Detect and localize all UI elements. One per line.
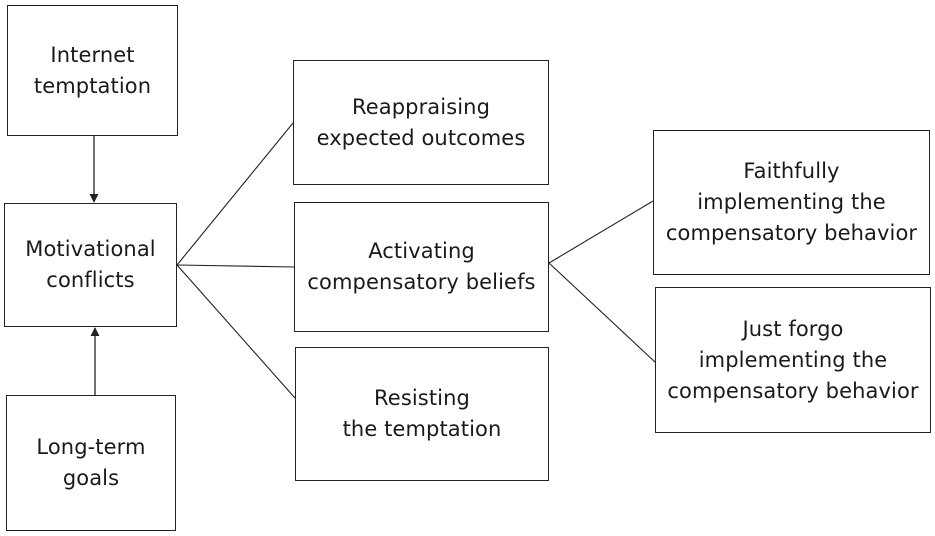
node-faithfully-implementing: Faithfully implementing the compensatory… — [653, 130, 930, 275]
node-faithfully-label: Faithfully implementing the compensatory… — [665, 159, 918, 245]
node-resisting-the-temptation: Resisting the temptation — [295, 347, 549, 481]
edge-activating-to-faithfully — [548, 200, 654, 264]
edge-motivational-to-activating — [176, 264, 295, 268]
node-internet-temptation-label: Internet temptation — [33, 42, 152, 98]
edge-motivational-to-resisting — [176, 264, 296, 399]
node-just-forgo-implementing: Just forgo implementing the compensatory… — [655, 287, 931, 433]
edge-activating-to-forgo — [548, 262, 656, 363]
node-reappraising-label: Reappraising expected outcomes — [316, 94, 526, 150]
node-long-term-goals: Long-term goals — [6, 395, 176, 531]
node-activating-label: Activating compensatory beliefs — [307, 239, 536, 294]
node-reappraising-expected-outcomes: Reappraising expected outcomes — [293, 60, 549, 185]
node-resisting-label: Resisting the temptation — [342, 386, 502, 441]
node-internet-temptation: Internet temptation — [7, 5, 178, 136]
node-activating-compensatory-beliefs: Activating compensatory beliefs — [294, 202, 549, 332]
node-motivational-conflicts-label: Motivational conflicts — [25, 237, 156, 292]
node-long-term-goals-label: Long-term goals — [36, 435, 146, 490]
edge-motivational-to-reappraising — [176, 122, 294, 266]
node-motivational-conflicts: Motivational conflicts — [4, 203, 177, 327]
node-just-forgo-label: Just forgo implementing the compensatory… — [667, 316, 919, 403]
